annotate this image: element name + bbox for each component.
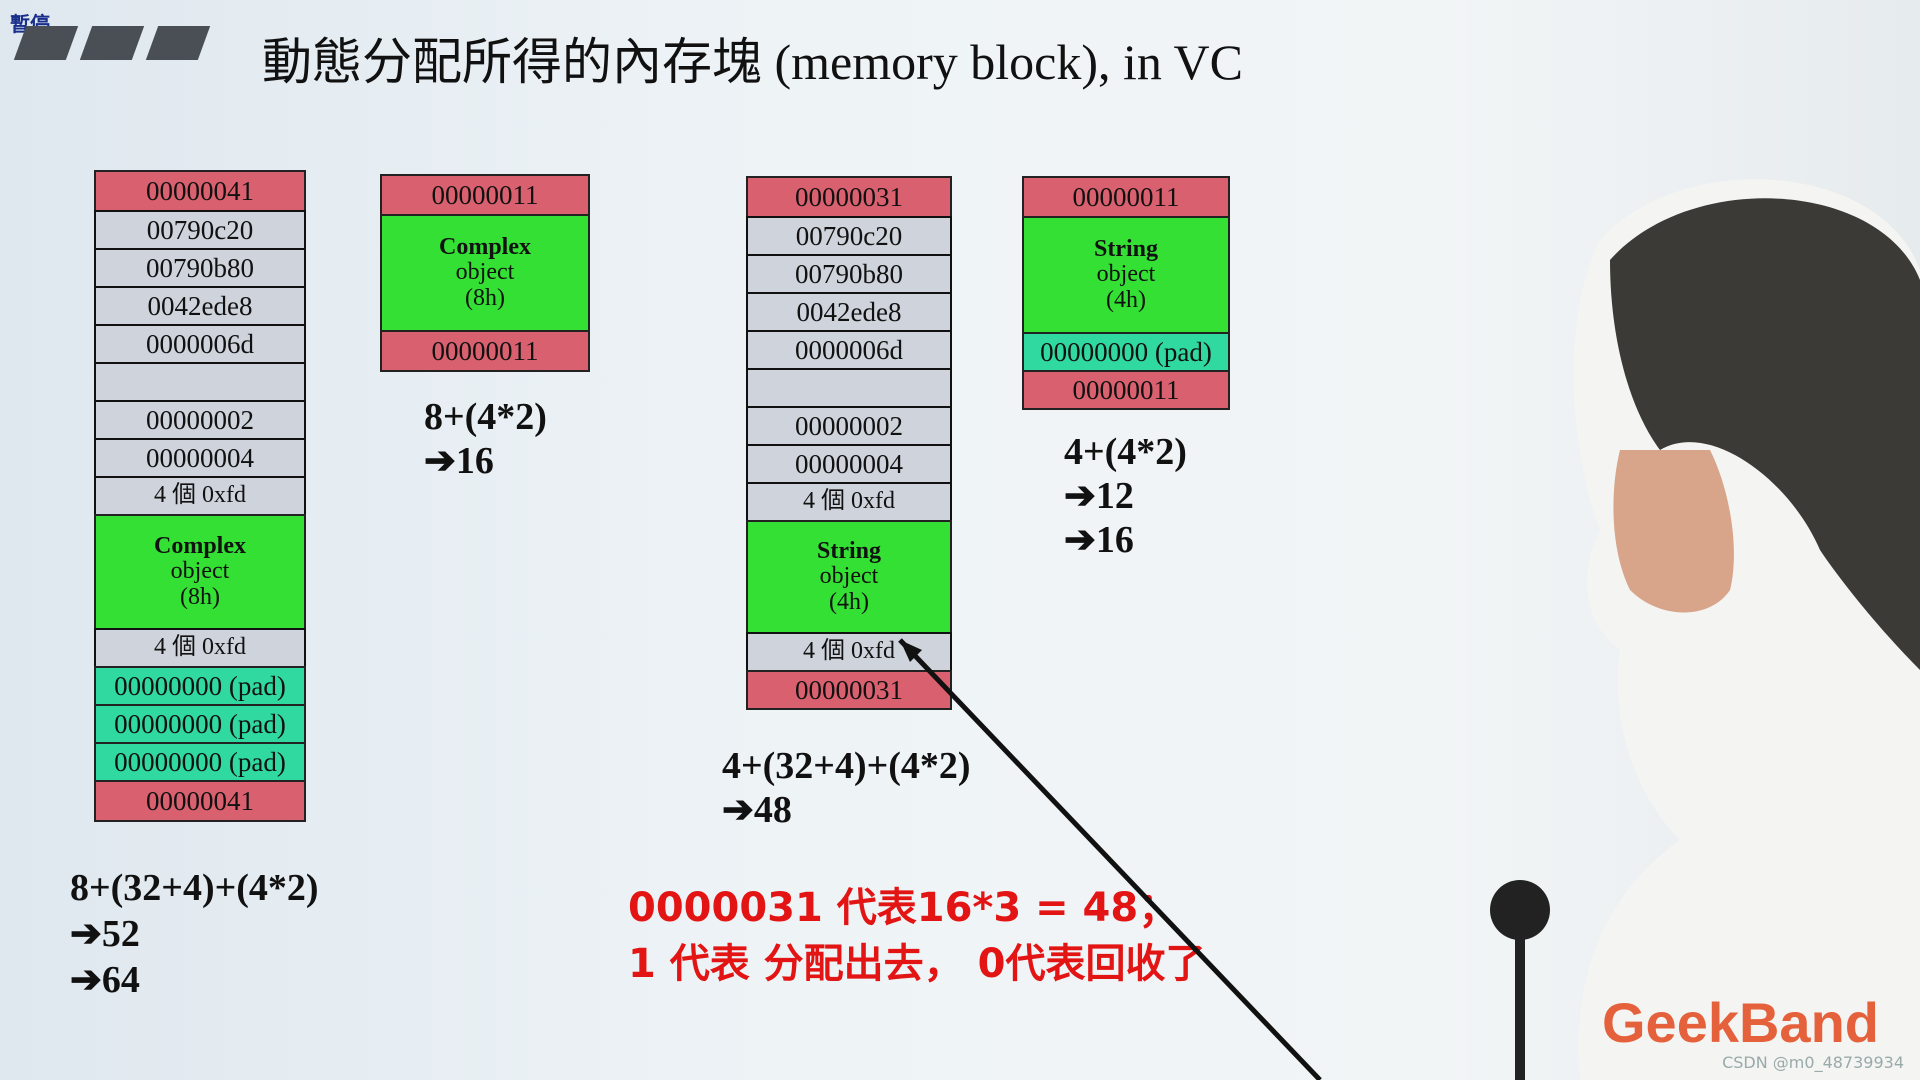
calc-line: ➔48: [722, 789, 792, 831]
calc-line: 8+(32+4)+(4*2): [70, 867, 319, 909]
debug-row: 00000002: [94, 400, 306, 440]
calc-line: ➔64: [70, 959, 140, 1001]
pad-row: 00000000 (pad): [1022, 332, 1230, 372]
object-name: Complex: [439, 234, 531, 261]
debug-row: [94, 362, 306, 402]
debug-row: 00790b80: [746, 254, 952, 294]
object-word: object: [819, 563, 879, 590]
note-line: 0000031 代表16*3 = 48；: [628, 885, 1179, 931]
memory-block-complex-release: 00000011 Complex object (8h) 00000011: [380, 174, 590, 372]
cookie-footer: 00000011: [1022, 370, 1230, 410]
presenter-image: [1490, 179, 1920, 1080]
slide-title: 動態分配所得的內存塊 (memory block), in VC: [262, 34, 1243, 90]
debug-row: 0042ede8: [94, 286, 306, 326]
cookie-header: 00000031: [746, 176, 952, 218]
debug-row: 4 個 0xfd: [746, 482, 952, 522]
annotation-note: 0000031 代表16*3 = 48； 1 代表 分配出去， 0代表回收了: [628, 880, 1205, 992]
object-size: (8h): [465, 284, 505, 311]
debug-row: [746, 368, 952, 408]
pointer-stick: [898, 638, 1322, 1080]
debug-row: 0042ede8: [746, 292, 952, 332]
cookie-header: 00000011: [1022, 176, 1230, 218]
object-size: (4h): [1106, 286, 1146, 313]
calc-block1: 8+(32+4)+(4*2) ➔52 ➔64: [70, 866, 319, 1002]
debug-row: 00790c20: [94, 210, 306, 250]
object-cell: Complex object (8h): [94, 514, 306, 630]
calc-line: 4+(32+4)+(4*2): [722, 745, 971, 787]
watermark: CSDN @m0_48739934: [1722, 1053, 1904, 1072]
calc-line: ➔52: [70, 913, 140, 955]
object-name: String: [1093, 236, 1158, 263]
object-cell: String object (4h): [746, 520, 952, 634]
cookie-footer: 00000041: [94, 780, 306, 822]
cookie-header: 00000011: [380, 174, 590, 216]
object-word: object: [1096, 261, 1156, 288]
pad-row: 00000000 (pad): [94, 742, 306, 782]
debug-row: 00000002: [746, 406, 952, 446]
calc-block3: 4+(32+4)+(4*2) ➔48: [722, 744, 971, 832]
calc-line: ➔12: [1064, 475, 1134, 517]
object-cell: String object (4h): [1022, 216, 1230, 334]
debug-row: 00790b80: [94, 248, 306, 288]
calc-line: 4+(4*2): [1064, 431, 1187, 473]
note-line: 1 代表 分配出去， 0代表回收了: [628, 941, 1206, 987]
object-name: Complex: [154, 533, 246, 560]
debug-row: 4 個 0xfd: [94, 476, 306, 516]
calc-line: ➔16: [1064, 519, 1134, 561]
object-name: String: [816, 538, 881, 565]
object-word: object: [170, 558, 230, 585]
cookie-header: 00000041: [94, 170, 306, 212]
debug-row: 00790c20: [746, 216, 952, 256]
guard-row: 4 個 0xfd: [94, 628, 306, 668]
pad-row: 00000000 (pad): [94, 704, 306, 744]
debug-row: 0000006d: [94, 324, 306, 364]
calc-line: 8+(4*2): [424, 396, 547, 438]
title-decoration: [13, 26, 211, 60]
memory-block-string-debug: 00000031 00790c20 00790b80 0042ede8 0000…: [746, 176, 952, 710]
debug-row: 00000004: [746, 444, 952, 484]
object-cell: Complex object (8h): [380, 214, 590, 332]
object-word: object: [455, 259, 515, 286]
calc-block2: 8+(4*2) ➔16: [424, 395, 547, 483]
object-size: (4h): [829, 588, 869, 615]
pad-row: 00000000 (pad): [94, 666, 306, 706]
object-size: (8h): [180, 583, 220, 610]
calc-line: ➔16: [424, 440, 494, 482]
geekband-logo: GeekBand: [1602, 991, 1879, 1054]
cookie-footer: 00000011: [380, 330, 590, 372]
calc-block4: 4+(4*2) ➔12 ➔16: [1064, 430, 1187, 562]
debug-row: 0000006d: [746, 330, 952, 370]
debug-row: 00000004: [94, 438, 306, 478]
memory-block-complex-debug: 00000041 00790c20 00790b80 0042ede8 0000…: [94, 170, 306, 822]
memory-block-string-release: 00000011 String object (4h) 00000000 (pa…: [1022, 176, 1230, 410]
